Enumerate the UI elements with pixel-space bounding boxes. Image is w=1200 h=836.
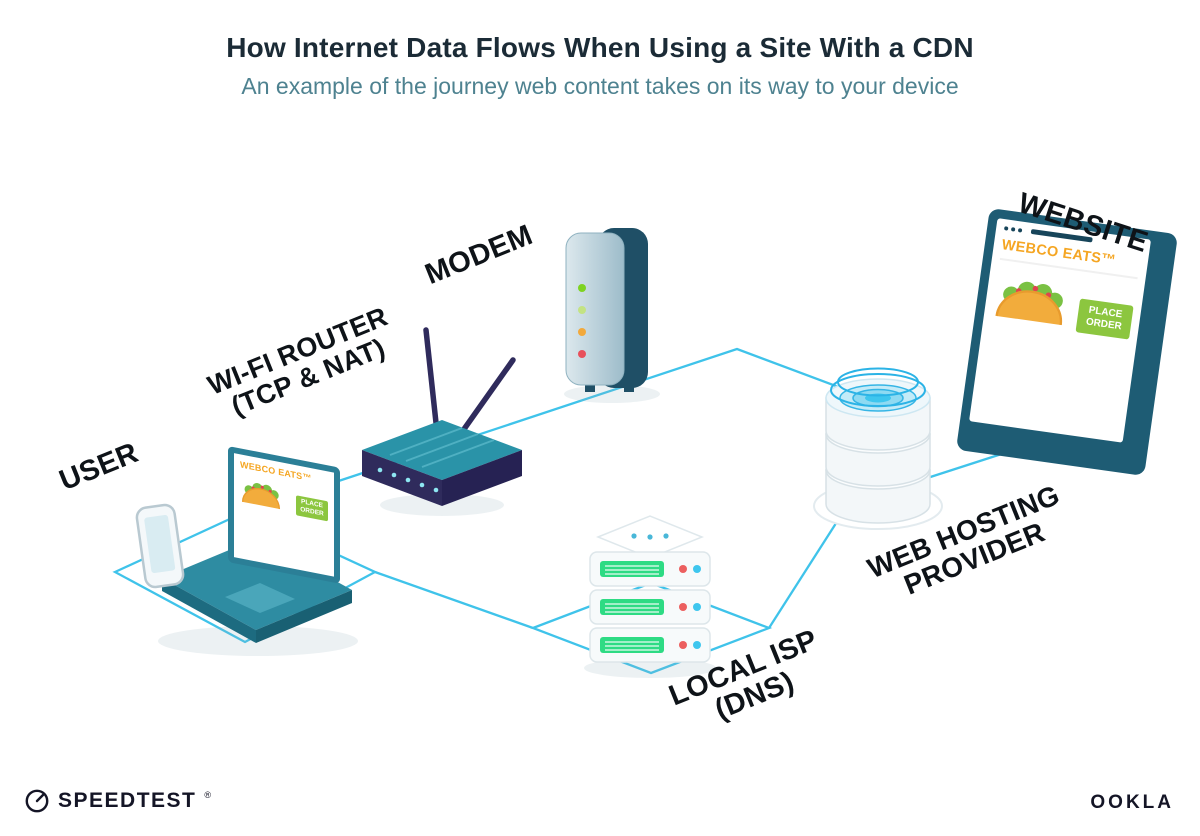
browser-dot-icon [1010,226,1016,232]
website-browser: WEBCO EATS™ PLACE ORDER [955,207,1179,477]
modem-illustration [565,228,648,392]
laptop-screen: WEBCO EATS™ PLACE ORDER [228,446,340,584]
browser-dot-icon [1017,227,1023,233]
laptop-place-order-button: PLACE ORDER [296,494,328,522]
website-place-order-button: PLACE ORDER [1075,298,1134,340]
router-illustration [362,327,522,506]
header: How Internet Data Flows When Using a Sit… [0,32,1200,100]
page-title: How Internet Data Flows When Using a Sit… [226,32,974,63]
taco-icon [995,281,1063,326]
taco-icon [241,483,281,510]
server-unit [589,551,711,587]
browser-dot-icon [1004,225,1009,231]
server-unit [589,589,711,625]
line-user-to-isp [374,570,534,630]
ookla-logo: OOKLA [1090,792,1174,814]
router-led-lights [377,467,439,493]
page-subtitle: An example of the journey web content ta… [241,73,959,99]
speedtest-wordmark: SPEEDTEST [58,789,197,812]
phone-illustration [135,503,185,589]
modem-led-lights [578,284,586,358]
isp-server-illustration [589,515,711,663]
router-antenna-left [423,327,440,435]
speedtest-trademark: ® [204,790,212,800]
laptop-trackpad [225,583,295,613]
laptop-illustration [162,538,352,643]
line-isp-to-hosting [768,516,841,629]
database-illustration [813,367,943,530]
ookla-wordmark: OOKLA [1090,792,1174,813]
speedtest-logo: SPEEDTEST ® [24,788,211,814]
speedtest-gauge-icon [25,789,49,813]
website-page: WEBCO EATS™ PLACE ORDER [969,218,1152,443]
server-unit [589,627,711,663]
router-antenna-right [459,357,516,435]
